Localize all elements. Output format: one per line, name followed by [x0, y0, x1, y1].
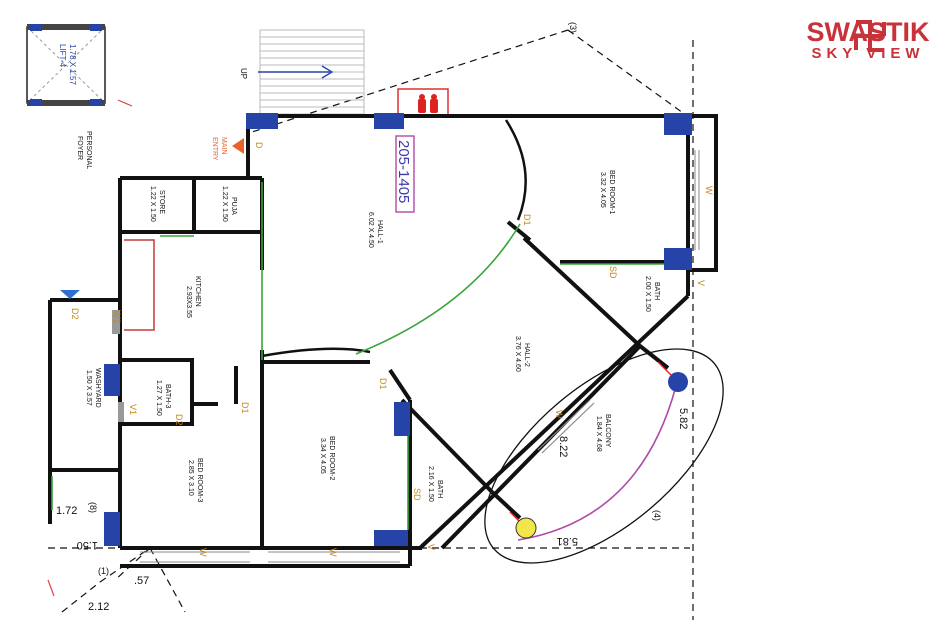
bottom-windows [140, 551, 400, 563]
lift-marker [117, 99, 133, 107]
store-name: STORE [158, 190, 165, 214]
unit-badge-box [395, 135, 415, 213]
ref-8: (8) [88, 502, 98, 513]
sd-bed1: SD [608, 266, 618, 279]
window-bed3: W [198, 548, 208, 557]
ref-4: (4) [652, 510, 662, 521]
balcony-outline [484, 348, 724, 564]
bath-a-size: 2.00 X 1.50 [644, 276, 651, 312]
hall2-name: HALL-2 [523, 343, 530, 367]
personal-foyer-label: PERSONAL [85, 131, 92, 169]
opening-codes: D D1 D1 D1 D2 D2 SD SD W W W W W1 V V V1 [70, 142, 714, 557]
kitchen-name: KITCHEN [194, 276, 201, 307]
door-d1-bed1: D1 [522, 214, 532, 226]
window-balcony: W [554, 410, 564, 419]
window-kitchen: W1 [112, 310, 122, 324]
bath-b-name: BATH [436, 480, 443, 498]
hall1-name: HALL-1 [376, 220, 383, 244]
hall-curved-wall-2 [504, 119, 527, 221]
door-d1-bed3: D1 [240, 402, 250, 414]
vent-bath-b: V [426, 544, 436, 550]
room-labels: HALL-1 6.02 X 4.50 HALL-2 3.76 X 4.60 BE… [85, 170, 660, 502]
door-d2-wash: D2 [70, 308, 80, 320]
setback-dashed-lines [48, 29, 694, 620]
balcony-glass [537, 399, 595, 454]
window-bed1: W [704, 186, 714, 195]
balcony-name: BALCONY [604, 414, 611, 448]
store-size: 1.22 X 1.50 [149, 186, 156, 222]
bed1-window [694, 150, 700, 250]
dim-172: 1.72 [56, 505, 77, 517]
dim-581: 5.81 [557, 535, 578, 547]
lift-size: 1.78 X 1.57 [68, 44, 77, 85]
dimension-labels: 5.82 5.81 8.22 1.72 1.50 .57 2.12 (3) (4… [56, 22, 689, 613]
main-entry-label: MAIN [220, 137, 227, 155]
walls [48, 114, 718, 568]
dim-057: .57 [134, 575, 149, 587]
bed3-size: 2.85 X 3.10 [187, 460, 194, 496]
bed3-name: BED ROOM-3 [196, 458, 203, 502]
lift-shaft [26, 24, 106, 106]
unit-badge: 205-1405 [395, 140, 412, 203]
dimension-marker [47, 579, 55, 597]
dim-822: 8.22 [557, 436, 569, 457]
hall-curved-wall [261, 347, 371, 358]
balcony-arc [517, 385, 677, 541]
balcony-marker-yellow [515, 517, 537, 539]
washyard-name: WASHYARD [94, 368, 101, 408]
stair-up-label: UP [239, 68, 248, 79]
fire-extinguisher-icon [397, 88, 449, 116]
bed1-name: BED ROOM-1 [608, 170, 615, 214]
door-main: D [254, 142, 264, 149]
brand-subtitle: SKY VIEW [811, 45, 925, 62]
stair-direction-arrow-icon [258, 65, 334, 79]
bath-a-name: BATH [653, 282, 660, 300]
bath3-size: 1.27 X 1.50 [155, 380, 162, 416]
puja-size: 1.22 X 1.50 [221, 186, 228, 222]
balcony-marker-blue [668, 372, 688, 392]
brand-logo: SWASTIK SKY VIEW [802, 18, 934, 62]
bed2-size: 3.34 X 4.05 [319, 438, 326, 474]
dim-582: 5.82 [677, 408, 689, 429]
vent-bath-a: V [696, 280, 706, 286]
bath-b-size: 2.16 X 1.50 [427, 466, 434, 502]
main-entry-arrow-icon [232, 138, 244, 154]
window-bed2: W [328, 548, 338, 557]
bath3-name: BATH-3 [164, 384, 171, 408]
main-entry-label-2: ENTRY [211, 137, 218, 161]
hall2-size: 3.76 X 4.60 [514, 336, 521, 372]
swastik-logo-icon [854, 20, 886, 52]
green-openings [51, 182, 668, 530]
structural-columns [104, 113, 692, 546]
vent-bath3: V1 [128, 404, 138, 415]
personal-foyer-label-2: FOYER [76, 136, 83, 160]
puja-name: PUJA [230, 197, 237, 215]
ref-3: (3) [568, 22, 578, 33]
kitchen-size: 2.93X3.55 [185, 286, 192, 318]
sd-bed2: SD [412, 488, 422, 501]
door-d1-bed2: D1 [378, 378, 388, 390]
curved-glass-partition [355, 223, 521, 355]
bed2-name: BED ROOM-2 [328, 436, 335, 480]
balcony-size: 1.84 X 4.68 [595, 416, 602, 452]
dim-150: 1.50 [77, 539, 98, 551]
bed1-size: 3.32 X 4.05 [599, 172, 606, 208]
dim-212: 2.12 [88, 601, 109, 613]
washyard-size: 1.50 X 3.57 [85, 370, 92, 406]
hall1-size: 6.02 X 4.50 [367, 212, 374, 248]
kitchen-counter [124, 239, 155, 331]
grey-wall-blocks [112, 310, 124, 422]
brand-name: SWASTIK [806, 17, 930, 47]
door-d2-bath3: D2 [174, 414, 184, 426]
washyard-marker-icon [60, 290, 80, 299]
ref-1: (1) [98, 566, 109, 576]
lift-label: LIFT-4 [58, 44, 67, 68]
